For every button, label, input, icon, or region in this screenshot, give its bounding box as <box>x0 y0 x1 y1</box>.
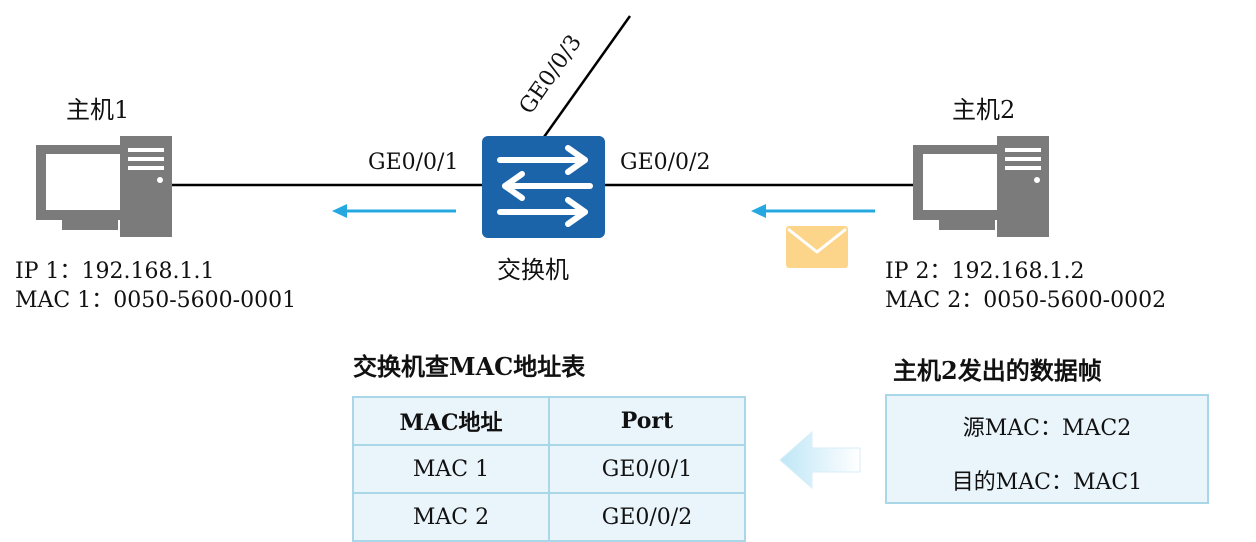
cell-port: GE0/0/2 <box>548 492 746 542</box>
table-header-row: MAC地址 Port <box>352 396 746 446</box>
link-ge003 <box>542 15 632 138</box>
header-port: Port <box>548 396 746 446</box>
host1-pc-icon <box>36 136 172 237</box>
frame-dst-mac: 目的MAC：MAC1 <box>951 470 1143 495</box>
host2-mac: MAC 2：0050-5600-0002 <box>885 288 1167 313</box>
table-row: MAC 2 GE0/0/2 <box>352 492 746 542</box>
envelope-icon <box>786 226 848 268</box>
lookup-arrow-icon <box>779 430 861 490</box>
host2-title: 主机2 <box>952 96 1016 124</box>
host1-title: 主机1 <box>66 96 130 124</box>
frame-src-mac: 源MAC：MAC2 <box>962 416 1132 441</box>
host2-ip: IP 2：192.168.1.2 <box>885 259 1085 284</box>
port-ge001-label: GE0/0/1 <box>368 150 459 175</box>
host1-ip: IP 1：192.168.1.1 <box>15 259 215 284</box>
flow-arrow-to-host1 <box>332 204 456 218</box>
table-row: MAC 1 GE0/0/1 <box>352 444 746 494</box>
header-mac-address: MAC地址 <box>352 396 550 446</box>
host2-pc-icon <box>913 136 1049 237</box>
frame-title: 主机2发出的数据帧 <box>893 356 1102 385</box>
mac-address-table: MAC地址 Port MAC 1 GE0/0/1 MAC 2 GE0/0/2 <box>352 396 746 542</box>
port-ge002-label: GE0/0/2 <box>620 150 711 175</box>
switch-title: 交换机 <box>497 256 569 284</box>
switch-icon <box>482 136 605 238</box>
mac-table-title: 交换机查MAC地址表 <box>353 352 586 381</box>
flow-arrow-from-host2 <box>751 204 875 218</box>
cell-mac: MAC 1 <box>352 444 550 494</box>
host1-mac: MAC 1：0050-5600-0001 <box>15 288 297 313</box>
cell-port: GE0/0/1 <box>548 444 746 494</box>
data-frame-box: 源MAC：MAC2 目的MAC：MAC1 <box>885 394 1209 504</box>
cell-mac: MAC 2 <box>352 492 550 542</box>
